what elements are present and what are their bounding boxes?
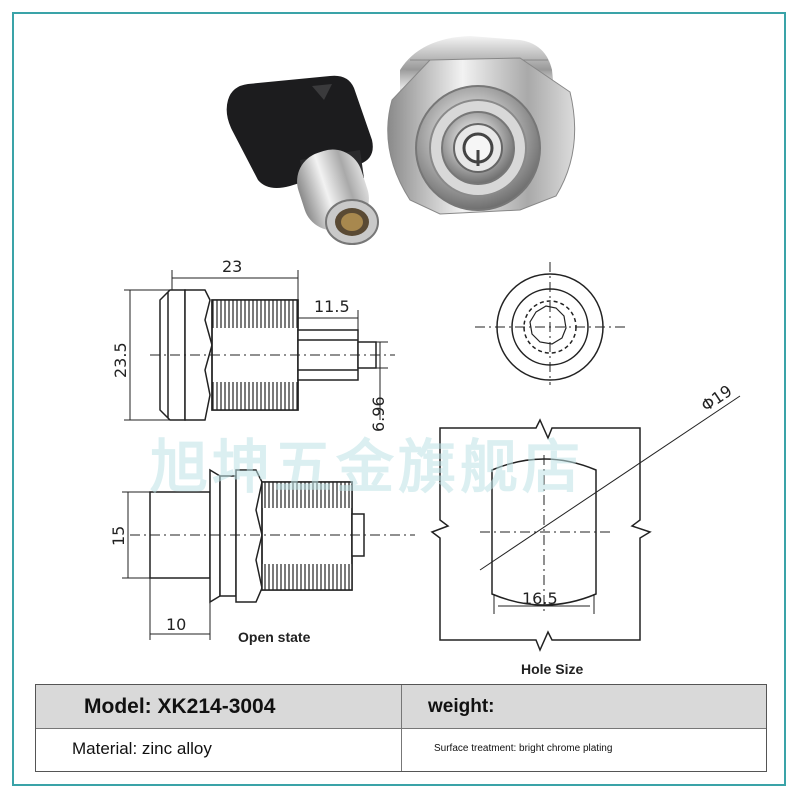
store-watermark: 旭坤五金旗舰店 [150, 433, 584, 501]
side-view-drawing [150, 289, 395, 421]
front-view-drawing [475, 262, 625, 385]
dim-plug-label: 11.5 [314, 297, 350, 316]
dim-barrel-label: 15 [109, 526, 128, 546]
dim-height-label: 23.5 [111, 342, 130, 378]
dim-length-label: 23 [222, 257, 242, 276]
page-frame [12, 12, 786, 786]
dim-front-label: 10 [166, 615, 186, 634]
dim-hole-dia-label: Φ19 [698, 381, 736, 415]
product-photo [226, 36, 576, 245]
material-text: Material: zinc alloy [72, 739, 212, 758]
surface-text: Surface treatment: bright chrome plating [434, 743, 613, 754]
side-view-dimensions [124, 270, 388, 421]
lock-image [387, 36, 576, 215]
dim-hole-flat-label: 16.5 [522, 589, 558, 608]
open-state-dimensions [122, 491, 211, 640]
dim-plug-dia-label: 6.96 [369, 396, 388, 432]
hole-size-caption: Hole Size [521, 661, 583, 677]
open-state-caption: Open state [238, 629, 311, 645]
model-text: Model: XK214-3004 [84, 695, 276, 718]
material-cell: Material: zinc alloy [36, 729, 402, 771]
key-image [226, 75, 379, 245]
weight-text: weight: [428, 696, 495, 717]
surface-cell: Surface treatment: bright chrome plating [402, 729, 766, 771]
open-state-drawing [130, 468, 415, 604]
weight-cell: weight: [402, 685, 766, 729]
hole-size-drawing [430, 395, 741, 652]
spec-table: Model: XK214-3004 weight: Material: zinc… [35, 684, 767, 772]
model-cell: Model: XK214-3004 [36, 685, 402, 729]
